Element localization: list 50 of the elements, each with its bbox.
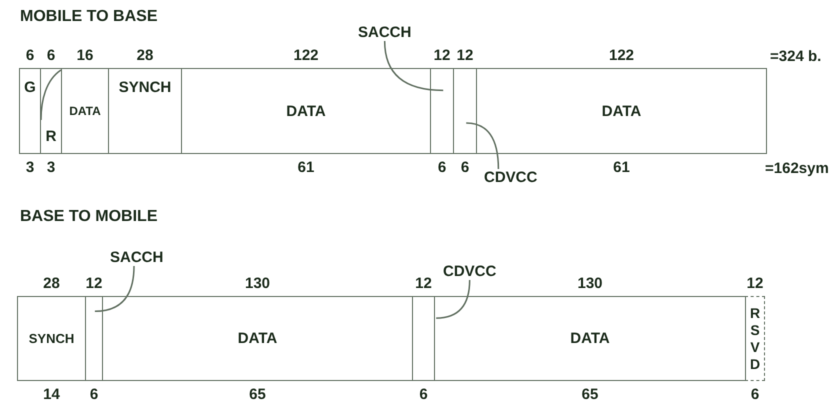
slot-field [412, 296, 435, 381]
slot-field: DATA [102, 296, 413, 381]
callout-label: CDVCC [443, 264, 496, 279]
symbol-count: 6 [418, 387, 429, 402]
leader-line [436, 280, 470, 319]
bit-count: 122 [292, 48, 320, 63]
symbol-count: 6 [88, 387, 100, 402]
bit-count: 122 [608, 48, 636, 63]
leader-line [384, 40, 444, 92]
bit-count: 130 [576, 276, 604, 291]
symbol-count: 61 [612, 160, 631, 175]
slot-field: DATA [61, 68, 109, 154]
bit-count: 12 [746, 276, 764, 291]
bit-count: 28 [136, 48, 154, 63]
section-heading: MOBILE TO BASE [20, 9, 158, 25]
symbol-count: 65 [580, 387, 600, 402]
total-bits-label: =324 b. [770, 49, 822, 64]
slot-field: R [40, 68, 62, 154]
symbol-count: 61 [296, 160, 316, 175]
symbol-count: 3 [24, 160, 36, 175]
slot-field: DATA [476, 68, 767, 154]
slot-field [85, 296, 103, 381]
symbol-count: 6 [750, 387, 760, 402]
callout-label: CDVCC [484, 170, 538, 185]
slot-field: SYNCH [17, 296, 86, 381]
slot-field: G [19, 68, 41, 154]
slot-field: DATA [434, 296, 746, 381]
bit-count: 12 [414, 276, 433, 291]
symbol-count: 14 [42, 387, 61, 402]
callout-label: SACCH [110, 250, 164, 265]
callout-label: SACCH [358, 25, 412, 40]
symbol-count: 3 [46, 160, 56, 175]
slot-field [430, 68, 454, 154]
leader-line [466, 122, 500, 170]
bit-count: 12 [84, 276, 104, 291]
slot-field: SYNCH [108, 68, 182, 154]
bit-count: 130 [244, 276, 272, 291]
slot-field [453, 68, 477, 154]
slot-field: RSVD [745, 296, 765, 381]
bit-count: 16 [76, 48, 94, 63]
slot-field: DATA [181, 68, 431, 154]
section-heading: BASE TO MOBILE [20, 209, 158, 225]
leader-line [94, 266, 135, 312]
bit-count: 6 [24, 48, 36, 63]
symbol-count: 6 [436, 160, 448, 175]
symbol-count: 6 [460, 160, 470, 175]
bit-count: 6 [46, 48, 56, 63]
total-symbols-label: =162sym [765, 161, 829, 176]
bit-count: 28 [42, 276, 61, 291]
symbol-count: 65 [248, 387, 267, 402]
